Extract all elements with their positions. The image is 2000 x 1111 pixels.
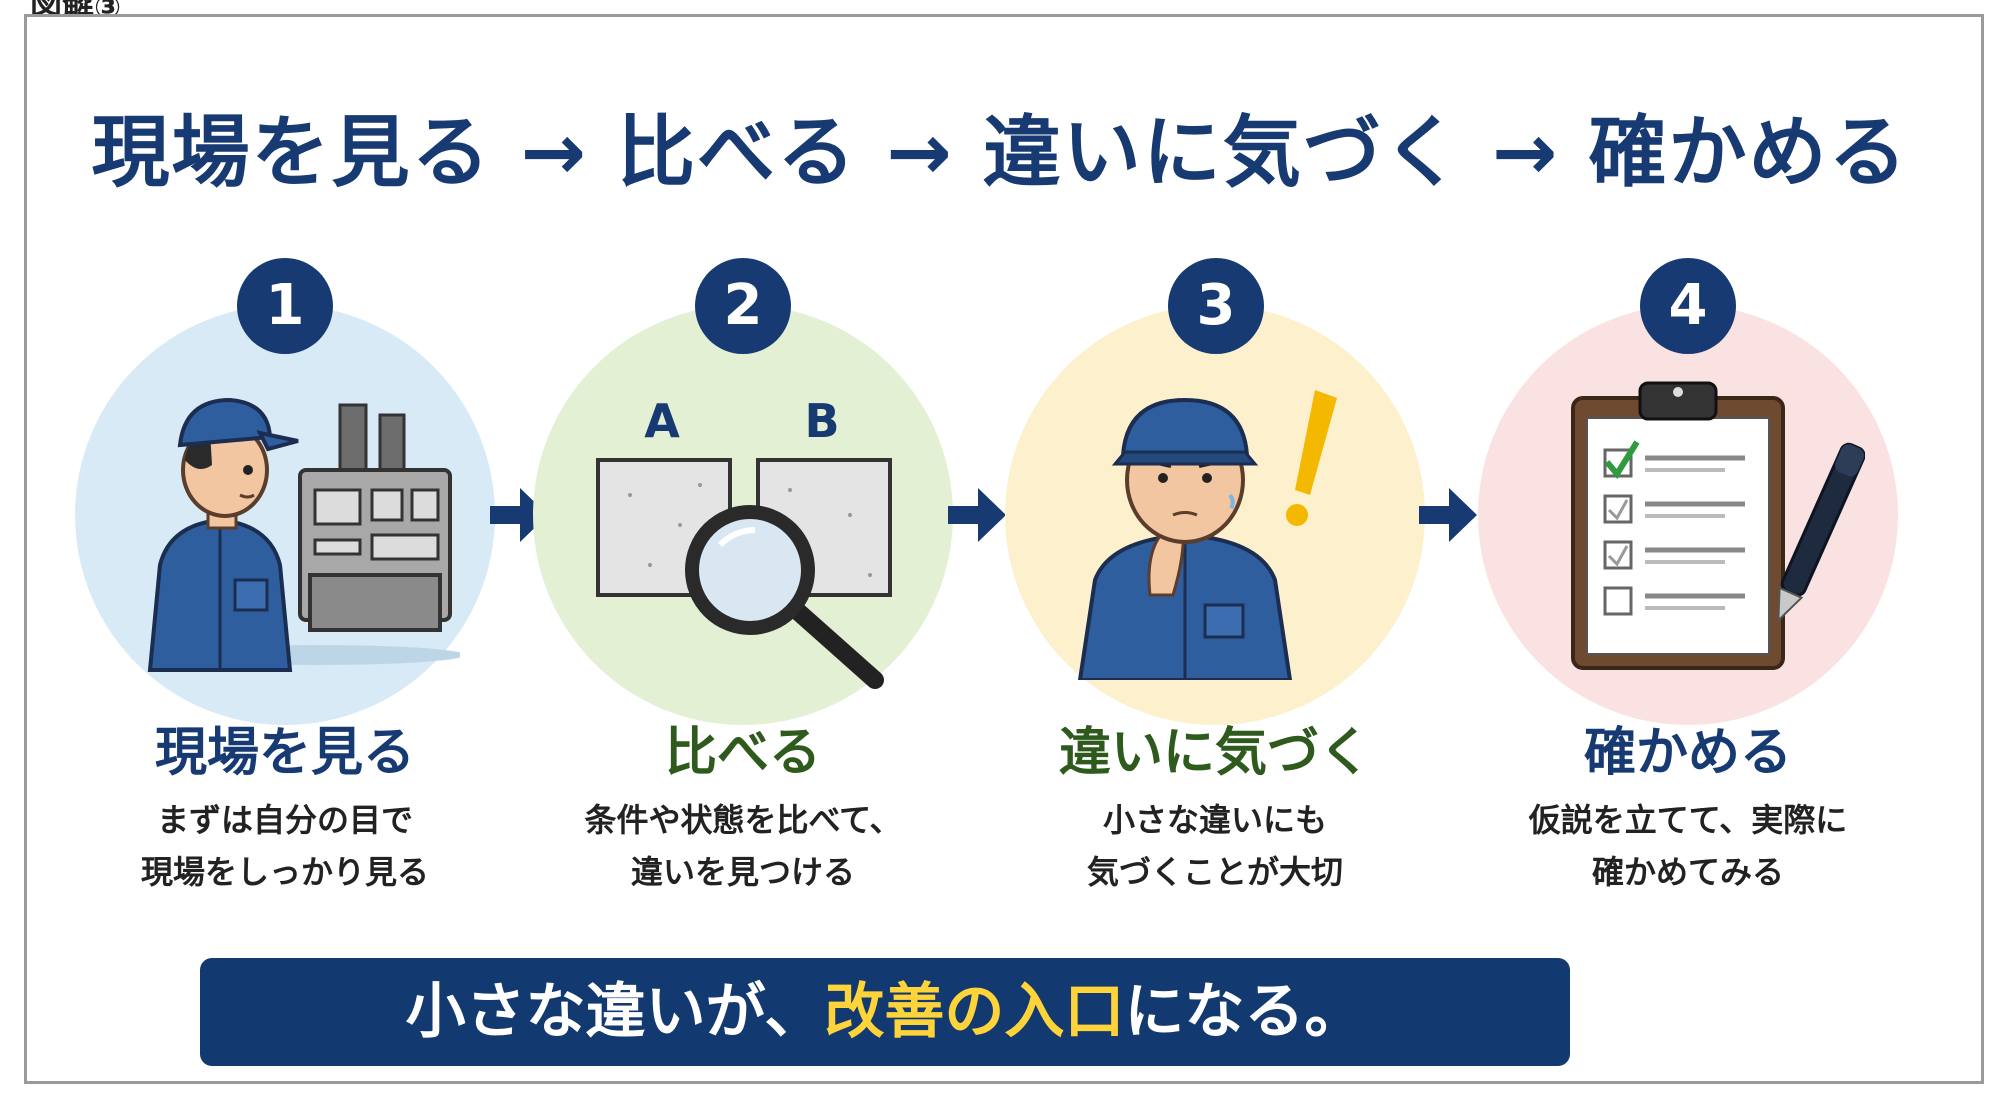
arrow-right-icon: [1419, 488, 1477, 542]
banner-highlight: 改善の入口: [824, 977, 1125, 1047]
step-2-label: 比べる: [664, 723, 821, 783]
panel-a-label: A: [644, 395, 680, 448]
banner-text-after: になる。: [1124, 977, 1365, 1047]
step-2-desc-line: 条件や状態を比べて、: [584, 801, 902, 839]
step-3-label: 違いに気づく: [1058, 723, 1371, 783]
step-2-description: 条件や状態を比べて、 違いを見つける: [513, 794, 973, 898]
compare-a-b-magnifier-illustration: A B: [596, 395, 892, 689]
step-3-description: 小さな違いにも 気づくことが大切: [985, 794, 1445, 898]
step-4-description: 仮説を立てて、実際に 確かめてみる: [1458, 794, 1918, 898]
step-4-label: 確かめる: [1583, 723, 1792, 783]
worker-observing-machine-illustration: [147, 397, 460, 672]
step-3-desc-line: 小さな違いにも: [1102, 801, 1327, 839]
banner-text-before: 小さな違いが、: [405, 977, 825, 1047]
step-3-desc-line: 気づくことが大切: [1086, 853, 1343, 891]
step-2-number: 2: [695, 258, 791, 354]
clipboard-checklist-pen-illustration: [1571, 381, 1865, 670]
step-4-desc-line: 確かめてみる: [1591, 853, 1784, 891]
step-1-number: 1: [237, 258, 333, 354]
step-3-number: 3: [1168, 258, 1264, 354]
conclusion-banner: 小さな違いが、改善の入口になる。: [200, 958, 1570, 1066]
step-1-label: 現場を見る: [154, 723, 415, 783]
worker-thinking-exclamation-illustration: [1077, 390, 1337, 680]
step-2-desc-line: 違いを見つける: [630, 853, 855, 891]
step-1-description: まずは自分の目で 現場をしっかり見る: [55, 794, 515, 898]
main-title: 現場を見る → 比べる → 違いに気づく → 確かめる: [91, 108, 1909, 198]
step-4-number: 4: [1640, 258, 1736, 354]
panel-b-label: B: [804, 395, 839, 448]
step-4-desc-line: 仮説を立てて、実際に: [1528, 801, 1848, 839]
step-1-desc-line: まずは自分の目で: [156, 801, 413, 839]
arrow-right-icon: [948, 488, 1006, 542]
step-1-desc-line: 現場をしっかり見る: [140, 853, 429, 891]
